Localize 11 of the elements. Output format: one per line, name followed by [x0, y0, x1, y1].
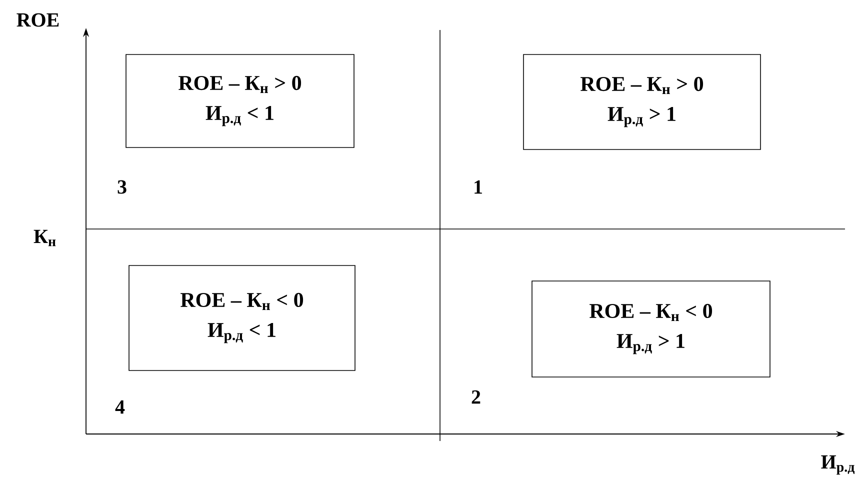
quadrant-number: 2: [472, 390, 480, 404]
axis-label: ROE: [16, 13, 59, 27]
condition-box: ROE – К$_{н}$ > 0 И$_{р.д}$ > 1: [523, 54, 761, 150]
quadrant-number: 4: [115, 400, 125, 414]
condition-box: ROE – К$_{н}$ > 0 И$_{р.д}$ < 1: [126, 54, 354, 148]
quadrant-number: 3: [118, 180, 126, 194]
condition-box: ROE – К$_{н}$ < 0 И$_{р.д}$ < 1: [128, 265, 356, 371]
axis-label: И$_{р.д}$: [821, 455, 855, 475]
axis-label: К$_{н}$: [34, 230, 56, 246]
condition-box: ROE – К$_{н}$ < 0 И$_{р.д}$ > 1: [532, 280, 770, 378]
quadrant-number: 1: [474, 180, 482, 194]
